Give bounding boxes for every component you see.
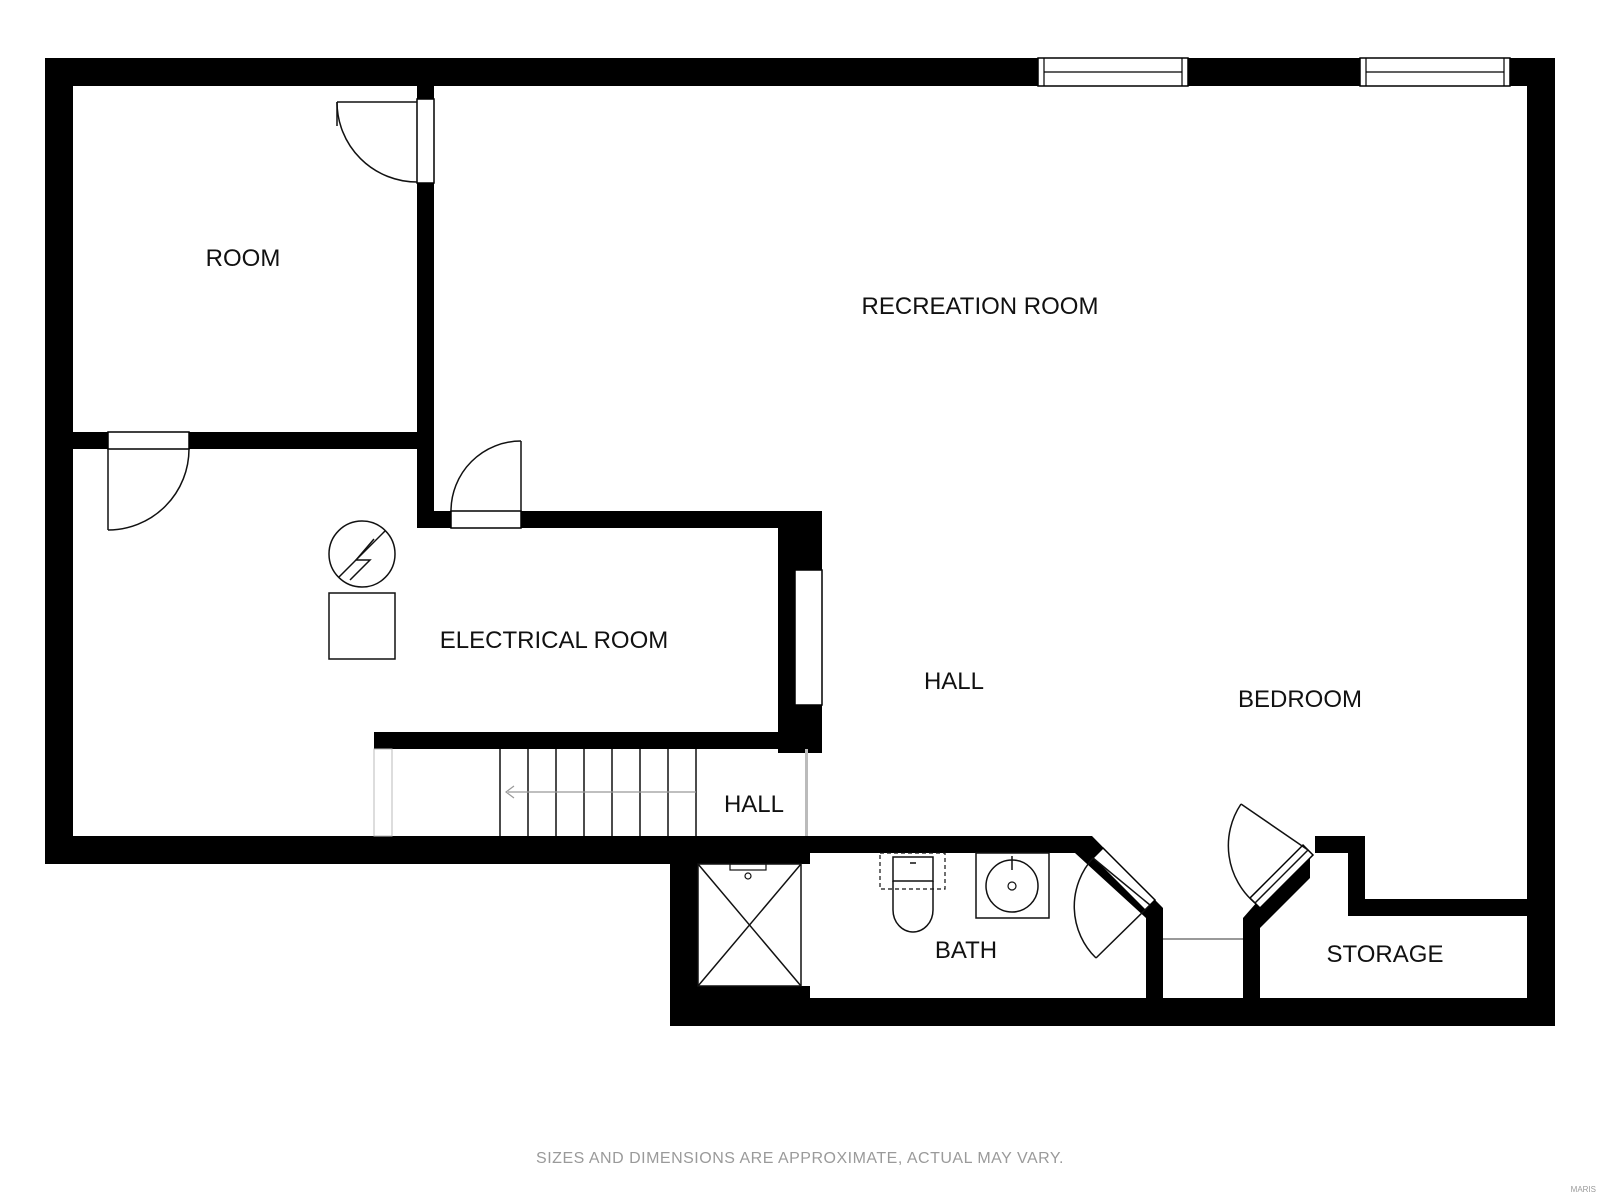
sink-icon <box>975 852 1050 919</box>
stairs-icon <box>373 748 808 837</box>
wall-storage-left <box>1348 836 1365 916</box>
toilet-icon <box>879 852 946 933</box>
watermark-text: MARIS <box>1571 1185 1596 1194</box>
recreation-room-label: RECREATION ROOM <box>862 293 1099 320</box>
hall-main-label: HALL <box>924 668 984 695</box>
windows <box>794 57 1511 706</box>
wall-shower-bottom <box>698 986 810 998</box>
wall-electrical-bottom <box>374 732 822 749</box>
storage-label: STORAGE <box>1327 941 1444 968</box>
utility-box-icon <box>328 592 396 660</box>
disclaimer-text: SIZES AND DIMENSIONS ARE APPROXIMATE, AC… <box>536 1150 1064 1167</box>
bedroom-label: BEDROOM <box>1238 686 1362 713</box>
doors <box>107 98 1315 959</box>
room-label: ROOM <box>206 245 281 272</box>
electrical-panel-icon <box>328 520 396 588</box>
shower-icon <box>697 863 802 987</box>
door-swing-icon <box>107 431 190 531</box>
wall-storage-top <box>1348 899 1527 916</box>
wall-bottom-right <box>670 998 1555 1026</box>
closet-opening <box>1163 938 1243 940</box>
window-icon <box>794 569 823 706</box>
window-icon <box>1037 57 1189 87</box>
door-swing-icon <box>336 98 435 184</box>
wall-bath-top <box>810 836 1085 853</box>
bath-label: BATH <box>935 937 997 964</box>
window-icon <box>1359 57 1511 87</box>
wall-bath-angle <box>1075 836 1163 998</box>
door-swing-icon <box>450 440 522 529</box>
wall-left <box>45 58 73 864</box>
walls <box>45 58 1555 1026</box>
hall-small-label: HALL <box>724 791 784 818</box>
door-swing-icon <box>1227 803 1315 910</box>
door-swing-icon <box>1073 846 1157 959</box>
electrical-room-label: ELECTRICAL ROOM <box>440 627 668 654</box>
wall-bath-left <box>670 836 698 1026</box>
wall-closet-right <box>1243 853 1310 998</box>
wall-right <box>1527 58 1555 1026</box>
wall-top <box>45 58 1555 86</box>
